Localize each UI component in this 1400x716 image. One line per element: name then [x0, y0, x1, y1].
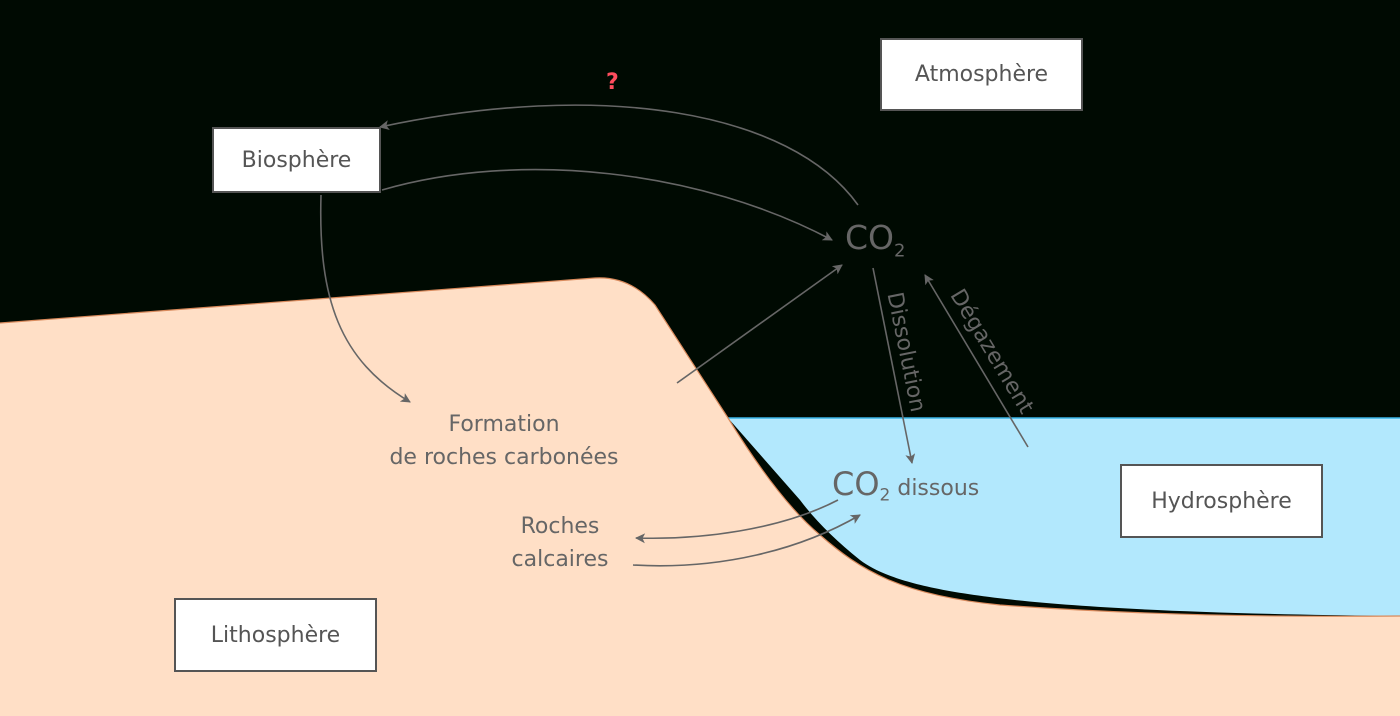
co2-atmosphere-label: CO2 [845, 218, 905, 262]
formation-roches-label: Formation de roches carbonées [370, 408, 638, 474]
arrow-degazement [924, 274, 1029, 448]
arrow-biosphere-to-co2 [381, 168, 833, 241]
co2-text: CO [845, 218, 895, 257]
lithosphere-box: Lithosphère [174, 598, 377, 672]
arrow-roches-to-dissous [632, 514, 861, 567]
formation-line-2: de roches carbonées [389, 445, 619, 470]
unknown-flux-question-mark: ? [606, 70, 619, 95]
atmosphere-box: Atmosphère [880, 38, 1083, 111]
arrow-biosphere-to-formation [319, 194, 411, 403]
hydrosphere-label: Hydrosphère [1151, 488, 1292, 514]
formation-line-1: Formation [448, 412, 560, 437]
co2-subscript: 2 [894, 240, 906, 262]
arrow-dissous-to-roches [635, 499, 839, 544]
co2-dissous-text: CO [832, 465, 880, 503]
roches-line-2: calcaires [511, 547, 609, 572]
land-edge [0, 277, 1400, 617]
lithosphere-label: Lithosphère [210, 622, 341, 648]
arrow-formation-to-co2 [676, 264, 843, 384]
roches-line-1: Roches [520, 514, 600, 539]
co2-dissous-subscript: 2 [879, 485, 891, 506]
arrow-co2-to-biosphere [379, 104, 859, 206]
roches-calcaires-label: Roches calcaires [490, 510, 630, 576]
arrow-dissolution [872, 267, 916, 464]
dissous-text: dissous [897, 476, 980, 501]
biosphere-label: Biosphère [241, 147, 352, 173]
hydrosphere-box: Hydrosphère [1120, 464, 1323, 538]
co2-dissous-label: CO2 dissous [832, 468, 979, 512]
biosphere-box: Biosphère [212, 127, 381, 193]
atmosphere-label: Atmosphère [914, 62, 1049, 87]
